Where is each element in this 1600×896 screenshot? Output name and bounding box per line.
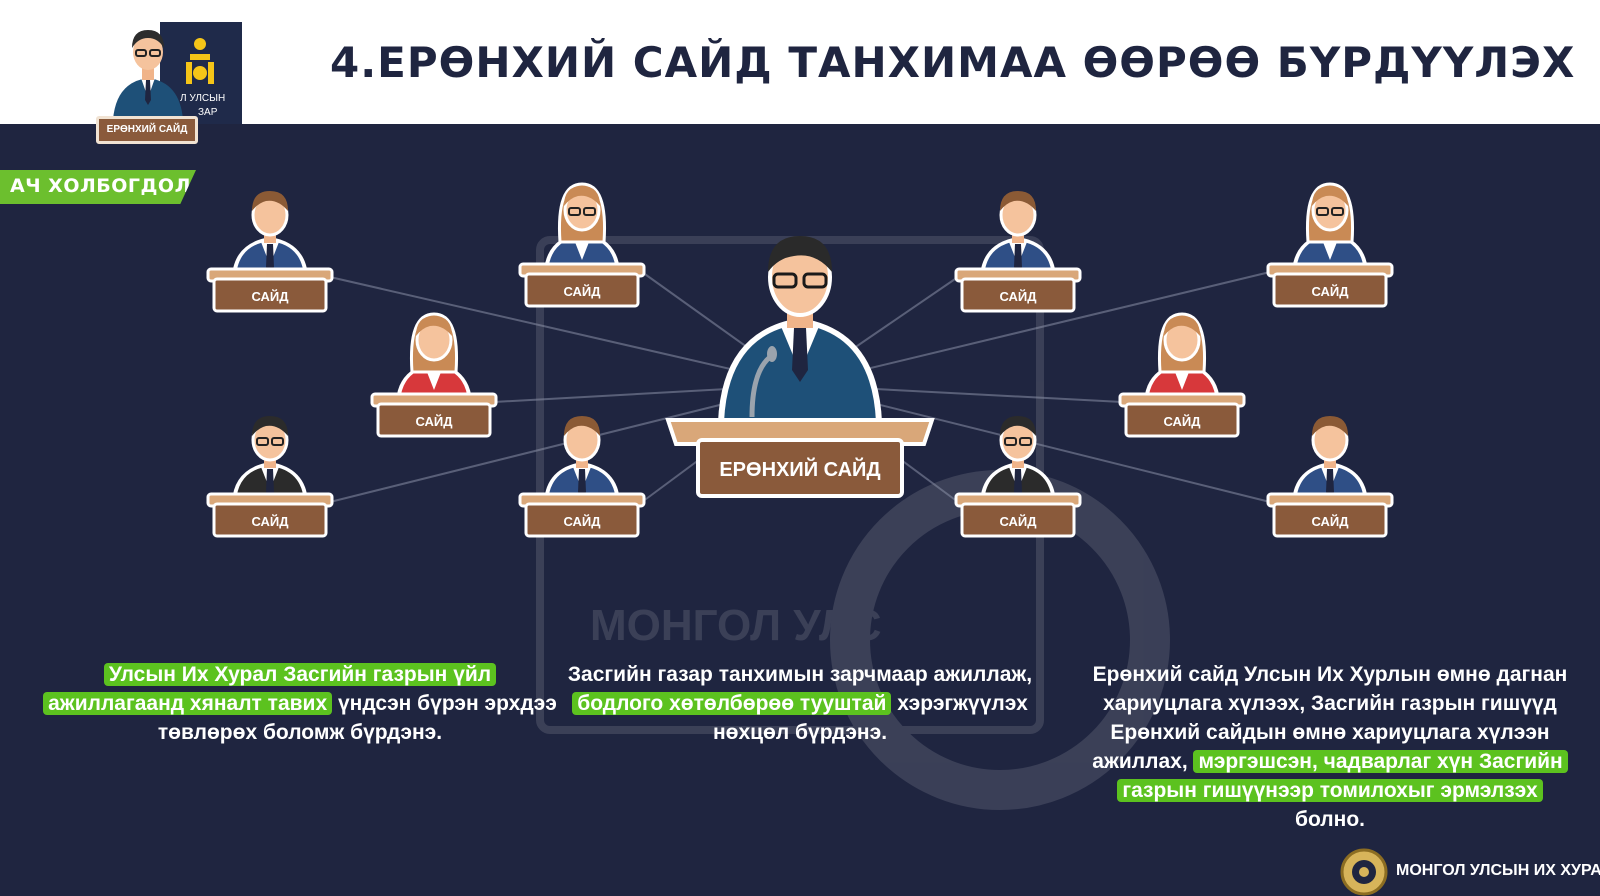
caption-middle: Засгийн газар танхимын зарчмаар ажиллаж,… [560, 660, 1040, 747]
section-ribbon-label: АЧ ХОЛБОГДОЛ [10, 175, 191, 197]
minister-desk [1124, 402, 1240, 438]
caption-right-text-1: Ерөнхий сайд Улсын Их Хурлын өмнө дагнан… [1092, 663, 1568, 773]
header-bar: Л УЛСЫН ЗАР ЕРӨНХИЙ САЙД 4.ЕРӨНХИЙ САЙД … [0, 0, 1600, 144]
minister-desk [212, 502, 328, 538]
minister-hair [1164, 316, 1200, 336]
microphone-head [767, 346, 777, 362]
caption-middle-text-1: Засгийн газар танхимын зарчмаар ажиллаж, [567, 663, 1033, 686]
minister-hair [252, 416, 288, 436]
prime-minister-figure: ЕРӨНХИЙ САЙД [665, 236, 935, 498]
minister-m4: САЙД [206, 416, 334, 538]
minister-desk [212, 277, 328, 313]
caption-middle-highlight: бодлого хөтөлбөрөө тууштай [572, 692, 892, 715]
minister-glasses [1331, 207, 1344, 216]
minister-glasses [1004, 437, 1017, 446]
section-ribbon: АЧ ХОЛБОГДОЛ [0, 170, 196, 204]
minister-desk [376, 402, 492, 438]
minister-tie [1014, 469, 1022, 498]
watermark-text: МОНГОЛ УЛС [590, 601, 882, 650]
minister-glasses [568, 207, 581, 216]
pm-podium [696, 438, 904, 498]
connector-line [329, 276, 801, 386]
minister-hair [1000, 416, 1036, 436]
footer-emblem-icon [1340, 848, 1388, 896]
minister-m2: САЙД [518, 182, 646, 308]
caption-left-highlight-1: Улсын Их Хурал Засгийн газрын үйл [103, 663, 497, 686]
minister-desk [1272, 272, 1388, 308]
minister-glasses [1316, 207, 1329, 216]
minister-hair [564, 186, 600, 206]
minister-m10: САЙД [1266, 416, 1394, 538]
minister-glasses [1019, 437, 1032, 446]
minister-label: САЙД [415, 414, 453, 429]
caption-left: Улсын Их Хурал Засгийн газрын үйл ажилла… [40, 660, 560, 747]
minister-hair [1312, 186, 1348, 206]
minister-tie [1326, 469, 1334, 498]
microphone-icon [749, 355, 772, 418]
caption-right-text-2: болно. [1295, 808, 1365, 831]
minister-hair [1312, 416, 1348, 436]
minister-desk [524, 272, 640, 308]
minister-tie [1014, 244, 1022, 273]
minister-glasses [256, 437, 269, 446]
footer-label: МОНГОЛ УЛСЫН ИХ ХУРАЛ [1396, 862, 1600, 879]
connector-line [799, 271, 1271, 386]
minister-label: САЙД [251, 289, 289, 304]
minister-label: САЙД [1163, 414, 1201, 429]
minister-m1: САЙД [206, 191, 334, 313]
minister-m7: САЙД [1266, 182, 1394, 308]
minister-desk [960, 277, 1076, 313]
logo-text: Л УЛСЫН ЗАР [180, 92, 225, 120]
minister-glasses [583, 207, 596, 216]
pm-glasses [772, 272, 798, 289]
minister-label: САЙД [1311, 284, 1349, 299]
minister-label: САЙД [563, 284, 601, 299]
minister-desk [1272, 502, 1388, 538]
minister-label: САЙД [251, 514, 289, 529]
page-title: 4.ЕРӨНХИЙ САЙД ТАНХИМАА ӨӨРӨӨ БҮРДҮҮЛЭХ [330, 38, 1576, 87]
pm-podium-label: ЕРӨНХИЙ САЙД [719, 457, 880, 481]
minister-tie [266, 469, 274, 498]
minister-glasses [271, 437, 284, 446]
minister-m9: САЙД [954, 416, 1082, 538]
minister-desk [524, 502, 640, 538]
minister-label: САЙД [1311, 514, 1349, 529]
caption-left-highlight-2: ажиллагаанд хяналт тавих [43, 692, 333, 715]
caption-middle-text-2: хэрэгжүүлэх нөхцөл бүрдэнэ. [712, 692, 1028, 744]
minister-label: САЙД [999, 514, 1037, 529]
minister-hair [1000, 191, 1036, 211]
logo-podium: ЕРӨНХИЙ САЙД [96, 116, 198, 144]
minister-hair [416, 316, 452, 336]
pm-hair [768, 236, 832, 272]
prime-minister-thumbnail-icon [113, 30, 183, 120]
minister-desk [960, 502, 1076, 538]
logo-text-line1: Л УЛСЫН [180, 93, 226, 104]
minister-m8: САЙД [1118, 312, 1246, 438]
logo-emblem-box [160, 22, 242, 124]
minister-group: САЙД САЙД САЙД САЙД САЙД САЙД САЙД САЙД САЙД САЙД [206, 182, 1394, 538]
minister-m3: САЙД [370, 312, 498, 438]
logo-text-line2: ЗАР [198, 107, 218, 118]
minister-label: САЙД [999, 289, 1037, 304]
minister-hair [252, 191, 288, 211]
parliament-logo: Л УЛСЫН ЗАР ЕРӨНХИЙ САЙД [88, 18, 248, 148]
minister-m5: САЙД [518, 416, 646, 538]
pm-tie [792, 328, 808, 382]
minister-m6: САЙД [954, 191, 1082, 313]
minister-tie [578, 469, 586, 498]
pm-glasses [802, 272, 828, 289]
minister-tie [266, 244, 274, 273]
minister-hair [564, 416, 600, 436]
caption-right: Ерөнхий сайд Улсын Их Хурлын өмнө дагнан… [1080, 660, 1580, 834]
minister-label: САЙД [563, 514, 601, 529]
caption-left-text: үндсэн бүрэн эрхдээ төвлөрөх боломж бүрд… [157, 692, 557, 744]
